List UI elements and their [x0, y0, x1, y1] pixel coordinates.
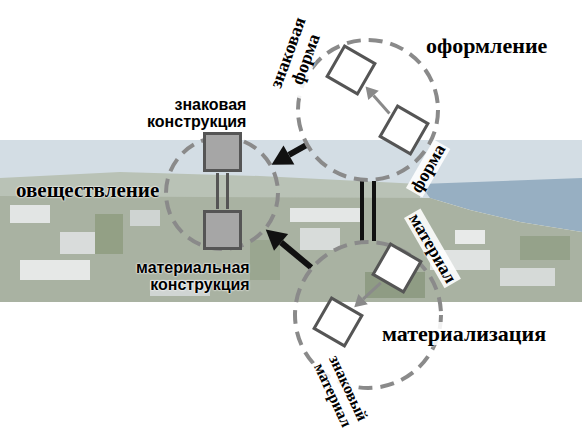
double-line-connector [362, 181, 374, 241]
diamond-shape [327, 46, 375, 94]
connector-line [216, 173, 219, 209]
arrow-connector [354, 283, 381, 307]
diamond-shape [314, 298, 362, 346]
building [500, 268, 555, 286]
arrowhead [272, 145, 295, 164]
arrowhead [266, 230, 288, 251]
node-label: знаковая конструкция [147, 97, 246, 131]
diamond-node: знаковый материал [313, 297, 363, 347]
connector-line [281, 242, 311, 267]
connector-line [360, 181, 364, 241]
construction-box: знаковая конструкция [203, 132, 242, 172]
group-heading: оформление [424, 34, 549, 57]
arrowhead [366, 86, 379, 100]
group-circle: материализацияматериалзнаковый материал [293, 240, 443, 390]
diamond-outline [372, 243, 422, 293]
arrow-connector [366, 86, 390, 113]
building [455, 230, 485, 244]
group-heading: материализация [380, 322, 548, 345]
diamond-outline [379, 105, 429, 155]
group-circle: овеществлениезнаковая конструкцияматериа… [164, 135, 280, 251]
arrow-connector [272, 145, 307, 165]
connector-line [363, 283, 381, 299]
trees [520, 236, 570, 260]
node-label: материальная конструкция [136, 260, 250, 294]
diamond-outline [326, 45, 376, 95]
building [130, 210, 160, 226]
building [20, 260, 90, 280]
rotated-label: знаковая форма [266, 13, 328, 99]
building [10, 205, 50, 223]
double-line-connector [218, 173, 228, 209]
arrow-connector [266, 230, 311, 268]
diamond-node: знаковая форма [326, 45, 376, 95]
connector-line [226, 173, 229, 209]
group-circle: оформлениезнаковая формаформа [296, 38, 440, 182]
diamond-node: материал [372, 243, 422, 293]
diamond-outline [313, 297, 363, 347]
connector-line [289, 145, 306, 155]
building [290, 208, 360, 222]
trees [95, 214, 123, 254]
building [300, 228, 340, 250]
group-heading: овеществление [16, 179, 159, 201]
diamond-shape [380, 106, 428, 154]
construction-box: материальная конструкция [203, 210, 242, 250]
connector-line [372, 181, 376, 241]
rotated-label: знаковый материал [309, 351, 371, 433]
diamond-node: форма [379, 105, 429, 155]
connector-line [374, 95, 390, 113]
arrowhead [354, 294, 368, 307]
diamond-shape [373, 244, 421, 292]
land [0, 196, 582, 302]
dashed-circle [298, 40, 438, 180]
